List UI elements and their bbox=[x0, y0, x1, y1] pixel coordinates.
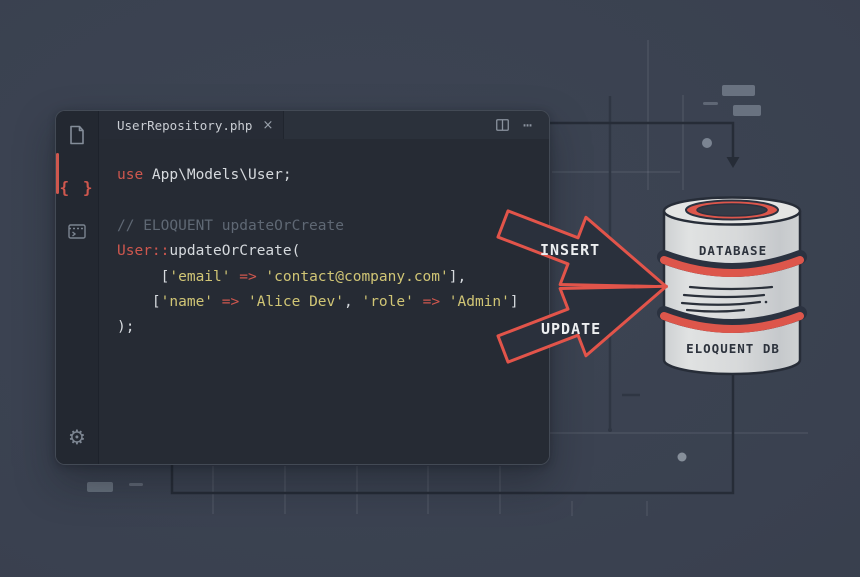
split-editor-icon[interactable] bbox=[489, 111, 515, 139]
code-area: use App\Models\User; // ELOQUENT updateOr… bbox=[99, 139, 549, 464]
code-line: ); bbox=[117, 315, 549, 340]
code-token: ], bbox=[448, 268, 467, 285]
file-icon[interactable] bbox=[56, 118, 98, 152]
code-token: User:: bbox=[117, 243, 170, 260]
tab-title: UserRepository.php bbox=[117, 117, 253, 133]
update-label: UPDATE bbox=[541, 320, 602, 338]
ring-red-2 bbox=[660, 312, 804, 333]
terminal-panel-icon[interactable] bbox=[56, 214, 98, 248]
code-token: use bbox=[117, 167, 144, 183]
active-tab-indicator bbox=[56, 153, 59, 194]
arrowhead-down-icon bbox=[726, 157, 740, 168]
code-token: [ bbox=[117, 293, 161, 310]
code-token: updateOrCreate( bbox=[169, 243, 301, 260]
tab-bar: UserRepository.php × ⋯ bbox=[99, 111, 549, 139]
tab-close-icon[interactable]: × bbox=[262, 117, 274, 133]
code-editor-window: { } ⚙ UserRepository.php × bbox=[55, 110, 550, 465]
code-line: // ELOQUENT updateOrCreate bbox=[117, 214, 549, 239]
activity-bar: { } ⚙ bbox=[56, 111, 99, 464]
braces-icon[interactable]: { } bbox=[59, 177, 95, 197]
ring-red-1 bbox=[660, 256, 804, 277]
code-token: 'name' bbox=[160, 293, 214, 310]
connector-top bbox=[546, 121, 735, 158]
code-token: , bbox=[344, 293, 362, 310]
code-line: User::updateOrCreate( bbox=[117, 239, 549, 264]
database-label: DATABASE bbox=[698, 243, 768, 258]
tabbar-spacer bbox=[284, 111, 489, 139]
code-token: 'email' bbox=[169, 268, 231, 285]
code-line: use App\Models\User; bbox=[117, 163, 549, 188]
code-token: 'role' bbox=[361, 293, 414, 310]
code-token: => bbox=[213, 293, 248, 310]
gear-icon[interactable]: ⚙ bbox=[68, 425, 86, 449]
code-token: App\Models\User; bbox=[143, 167, 292, 183]
ring-gap-2 bbox=[657, 306, 807, 333]
code-token: => bbox=[413, 293, 449, 310]
code-token: 'contact@company.com' bbox=[265, 268, 449, 285]
insert-label: INSERT bbox=[540, 241, 601, 259]
ring-gap-1 bbox=[657, 250, 807, 277]
eloquent-db-label: ELOQUENT DB bbox=[686, 341, 780, 356]
more-actions-icon[interactable]: ⋯ bbox=[522, 116, 534, 134]
code-line: ['email' => 'contact@company.com'], bbox=[117, 265, 549, 290]
tab-userrepository[interactable]: UserRepository.php × bbox=[99, 111, 284, 139]
record-lines bbox=[680, 285, 774, 313]
code-line: ['name' => 'Alice Dev', 'role' => 'Admin… bbox=[117, 290, 549, 315]
editor-main: UserRepository.php × ⋯ use App\Models\Us… bbox=[99, 111, 549, 464]
code-block: use App\Models\User; // ELOQUENT updateOr… bbox=[99, 139, 549, 341]
code-token: ] bbox=[509, 293, 519, 310]
code-line bbox=[117, 188, 549, 213]
code-token: 'Admin' bbox=[448, 293, 510, 310]
code-token: 'Alice Dev' bbox=[247, 293, 344, 310]
code-token: ); bbox=[117, 319, 135, 336]
code-token: => bbox=[230, 268, 266, 285]
code-token: [ bbox=[117, 268, 170, 285]
code-token: // ELOQUENT updateOrCreate bbox=[117, 217, 344, 234]
